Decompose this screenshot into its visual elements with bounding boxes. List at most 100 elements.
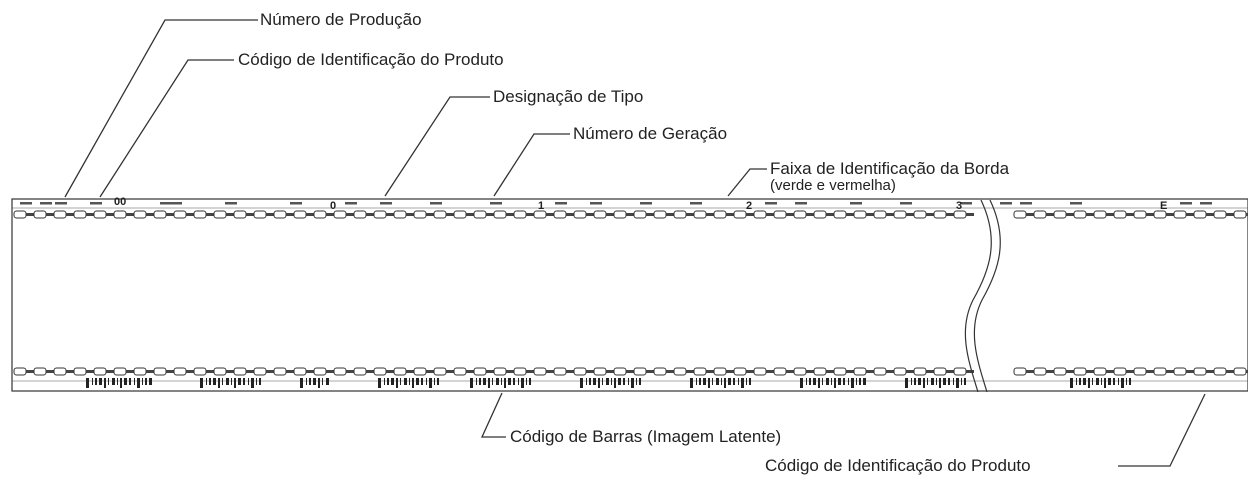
edge-print-mark: [850, 202, 862, 205]
perforation-gap: [766, 370, 774, 373]
perforation: [1053, 210, 1067, 219]
barcode-bar: [387, 378, 389, 385]
perforation-gap: [826, 370, 834, 373]
perforation-gap: [806, 213, 814, 216]
perforation: [253, 210, 267, 219]
perforation: [233, 210, 247, 219]
perforation: [693, 210, 707, 219]
perforation: [53, 367, 67, 376]
barcode-bar: [1101, 378, 1102, 385]
perforation: [1193, 367, 1207, 376]
perforation-gap: [786, 213, 794, 216]
edge-print-mark: [160, 202, 172, 205]
barcode-bar: [611, 378, 612, 385]
perforation-gap: [1166, 370, 1174, 373]
perforation: [653, 367, 667, 376]
barcode-bar: [623, 378, 625, 385]
perforation: [453, 367, 467, 376]
barcode-bar: [822, 378, 823, 385]
perforation-gap: [926, 213, 934, 216]
perforation: [353, 210, 367, 219]
barcode-bar: [1104, 378, 1106, 388]
edge-print-mark: [900, 202, 912, 205]
perforation-gap: [1046, 213, 1054, 216]
label-faixa-borda: Faixa de Identificação da Borda: [770, 159, 1010, 178]
barcode-bar: [964, 378, 966, 385]
leader-numero-producao: [64, 19, 258, 198]
perforation: [213, 210, 227, 219]
barcode-bar: [137, 378, 140, 388]
barcode-bar: [213, 378, 216, 385]
edge-print-mark: [20, 202, 32, 205]
barcode-bar: [856, 378, 857, 385]
perforation: [373, 367, 387, 376]
leader-numero-geracao: [493, 133, 570, 197]
perforation-gap: [726, 370, 734, 373]
barcode-bar: [529, 378, 531, 385]
perforation-gap: [586, 213, 594, 216]
perforation-gap: [626, 370, 634, 373]
barcode-bar: [384, 378, 385, 385]
barcode-bar: [733, 378, 735, 385]
perforation-gap: [346, 213, 354, 216]
barcode-bar: [92, 378, 93, 385]
label-codigo-id-produto-bottom: Código de Identificação do Produto: [765, 456, 1031, 475]
edge-print-mark: [590, 202, 602, 205]
perforation-gap: [1226, 213, 1234, 216]
perforation-gap: [1146, 370, 1154, 373]
barcode-bar: [243, 378, 245, 385]
leader-designacao-tipo: [384, 96, 490, 197]
perforation: [213, 367, 227, 376]
barcode-bar: [905, 378, 908, 388]
barcode-bar: [639, 378, 641, 385]
perforation-gap: [266, 370, 274, 373]
perforation-gap: [846, 213, 854, 216]
barcode-bar: [716, 378, 719, 385]
barcode-bar: [483, 378, 486, 385]
perforation: [293, 210, 307, 219]
perforation: [133, 367, 147, 376]
barcode-bar: [598, 378, 600, 388]
barcode-bar: [961, 378, 962, 385]
perforation-gap: [106, 370, 114, 373]
barcode-bar: [476, 378, 477, 385]
barcode-bar: [222, 378, 223, 385]
perforation: [13, 367, 27, 376]
barcode-bar: [391, 378, 394, 385]
barcode-bar: [496, 378, 499, 385]
perforation: [533, 367, 547, 376]
barcode-bar: [721, 378, 722, 385]
edge-print-mark: [1200, 202, 1212, 205]
perforation-gap: [706, 370, 714, 373]
barcode-bar: [218, 378, 220, 388]
perforation: [33, 367, 47, 376]
barcode-bar: [300, 378, 303, 388]
perforation: [513, 210, 527, 219]
perforation: [1153, 210, 1167, 219]
perforation: [613, 367, 627, 376]
barcode-bar: [378, 378, 381, 388]
label-codigo-barras: Código de Barras (Imagem Latente): [510, 427, 782, 446]
perforation-gap: [766, 213, 774, 216]
perforation-gap: [506, 370, 514, 373]
perforation: [813, 210, 827, 219]
perforation: [1033, 210, 1047, 219]
barcode-bar: [696, 378, 697, 385]
perforation-gap: [26, 370, 34, 373]
barcode-bar: [429, 378, 432, 388]
perforation-gap: [1106, 213, 1114, 216]
barcode-bar: [806, 378, 807, 385]
barcode-bar: [708, 378, 710, 388]
barcode-bar: [145, 378, 147, 385]
perforation-gap: [826, 213, 834, 216]
barcode-bar: [1079, 378, 1081, 385]
perforation: [673, 367, 687, 376]
barcode-bar: [818, 378, 820, 388]
barcode-bar: [99, 378, 102, 385]
barcode-bar: [404, 378, 407, 385]
barcode-bar: [863, 378, 866, 385]
perforation: [893, 367, 907, 376]
barcode-bar: [492, 378, 493, 385]
perforation-gap: [726, 213, 734, 216]
barcode-bar: [104, 378, 106, 388]
